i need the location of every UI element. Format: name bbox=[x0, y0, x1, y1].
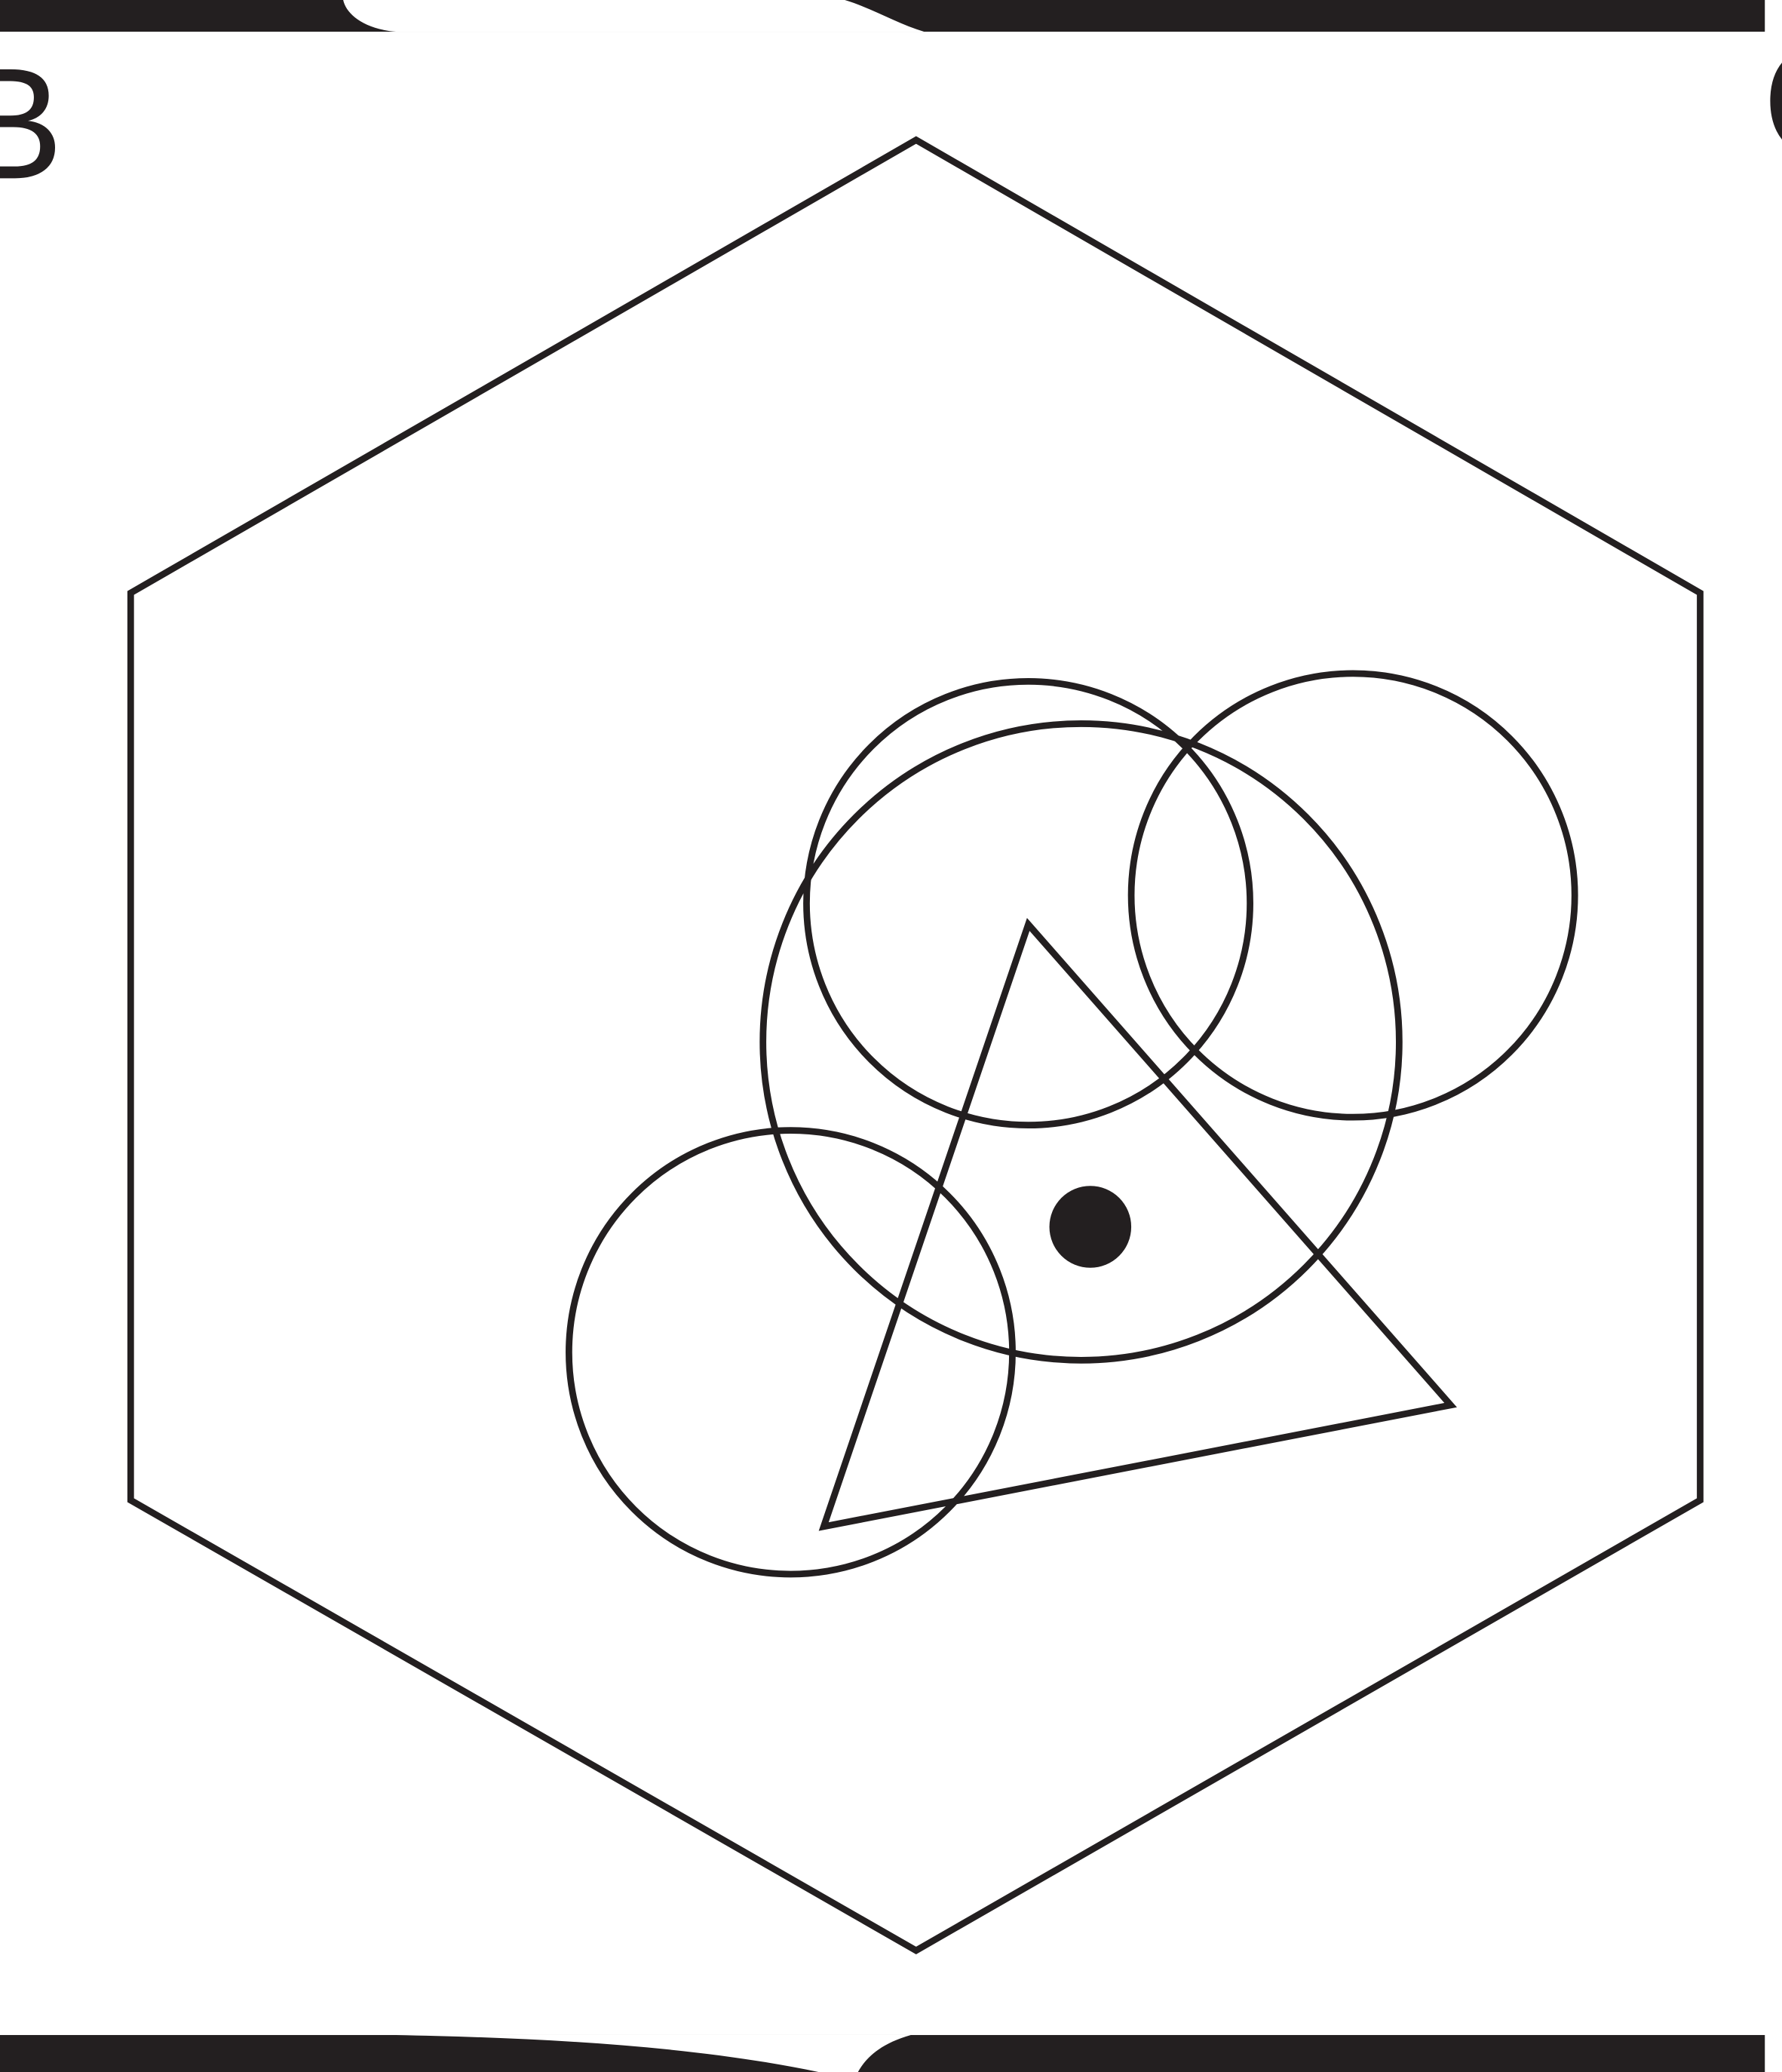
hexagon-outline bbox=[127, 136, 1704, 1954]
filled-dot bbox=[1049, 1186, 1132, 1268]
top-border-bar bbox=[0, 0, 1765, 32]
upper-right-circle bbox=[1127, 670, 1578, 1121]
panel-label-b: B bbox=[0, 35, 63, 212]
upper-left-circle bbox=[803, 678, 1253, 1129]
large-circle bbox=[759, 720, 1403, 1364]
panel-label-c: C bbox=[1762, 13, 1782, 190]
lower-left-circle bbox=[566, 1127, 1016, 1578]
bottom-border-bar bbox=[0, 2034, 1765, 2072]
triangle-outline bbox=[818, 917, 1457, 1531]
